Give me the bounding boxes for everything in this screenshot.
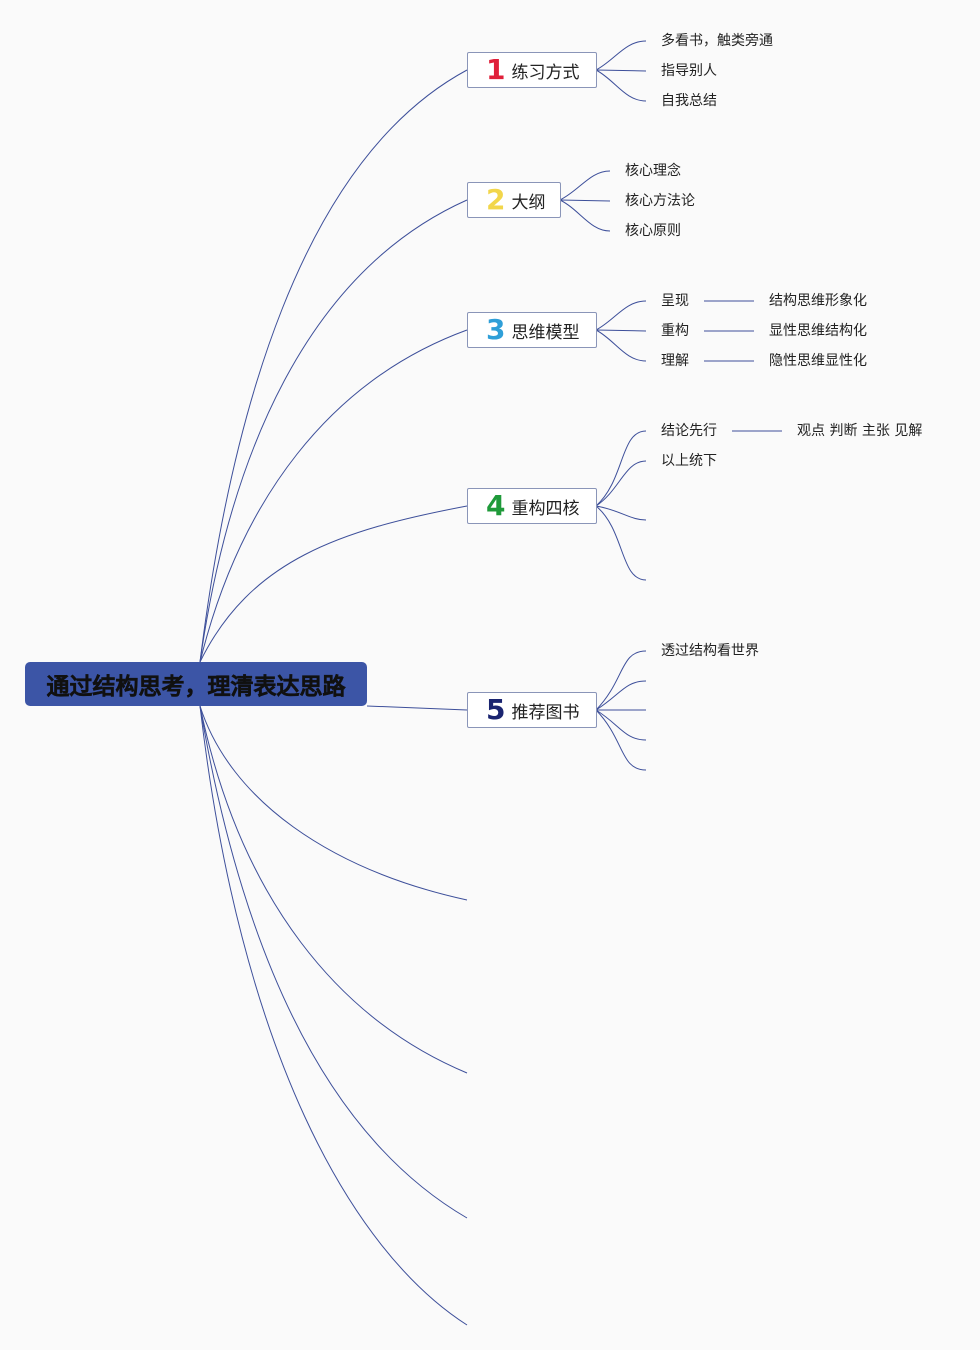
link-b5-c4 [595, 709, 647, 741]
link-b1-c2 [595, 69, 647, 72]
leaf-1-2[interactable]: 指导别人 [661, 63, 717, 79]
leaf-2-2[interactable]: 核心方法论 [625, 193, 695, 209]
branch-node-4[interactable]: 4 重构四核 [467, 488, 597, 524]
link-root-branch-3 [199, 329, 468, 663]
branch-node-2[interactable]: 2 大纲 [467, 182, 561, 218]
link-root-empty-3 [199, 705, 468, 1219]
link-root-branch-5 [366, 705, 468, 711]
branch-node-1[interactable]: 1 练习方式 [467, 52, 597, 88]
link-b2-c3 [559, 199, 611, 232]
branch-number-1: 1 [486, 53, 506, 86]
leaf-3-1-1[interactable]: 结构思维形象化 [769, 293, 867, 309]
link-b5-c2 [595, 680, 647, 711]
branch-label-5: 推荐图书 [511, 702, 580, 723]
leaf-1-1[interactable]: 多看书，触类旁通 [661, 33, 773, 49]
branch-label-2: 大纲 [511, 192, 546, 213]
leaf-4-1-1[interactable]: 观点 判断 主张 见解 [797, 423, 923, 439]
leaf-3-3-1[interactable]: 隐性思维显性化 [769, 353, 867, 369]
root-node[interactable]: 通过结构思考，理清表达思路 [25, 662, 367, 706]
link-b4-c3 [595, 505, 647, 521]
link-b3-c2 [595, 329, 647, 332]
leaf-5-1[interactable]: 透过结构看世界 [661, 643, 759, 659]
leaf-4-1[interactable]: 结论先行 [661, 423, 717, 439]
leaf-3-2-1[interactable]: 显性思维结构化 [769, 323, 867, 339]
link-root-branch-2 [199, 199, 468, 663]
leaf-2-3[interactable]: 核心原则 [625, 223, 681, 239]
root-node-label: 通过结构思考，理清表达思路 [46, 674, 346, 700]
link-root-empty-4 [199, 705, 468, 1326]
branch-number-2: 2 [486, 183, 506, 216]
link-b2-c1 [559, 170, 611, 201]
link-b1-c1 [595, 40, 647, 71]
leaf-2-1[interactable]: 核心理念 [625, 163, 681, 179]
branch-number-4: 4 [486, 489, 506, 522]
branch-label-4: 重构四核 [511, 498, 580, 519]
link-b4-c2 [595, 460, 647, 507]
link-b1-c3 [595, 69, 647, 102]
branch-node-5[interactable]: 5 推荐图书 [467, 692, 597, 728]
link-b4-c4 [595, 505, 647, 581]
leaf-4-2[interactable]: 以上统下 [661, 453, 717, 469]
branch-number-3: 3 [486, 313, 506, 346]
branch-label-3: 思维模型 [511, 322, 580, 343]
leaf-1-3[interactable]: 自我总结 [661, 93, 717, 109]
link-b2-c2 [559, 199, 611, 202]
link-b3-c1 [595, 300, 647, 331]
branch-number-5: 5 [486, 693, 506, 726]
link-b5-c5 [595, 709, 647, 771]
link-root-empty-1 [199, 705, 468, 901]
link-b5-c1 [595, 650, 647, 711]
link-root-branch-4 [199, 505, 468, 663]
link-b4-c1 [595, 430, 647, 507]
link-root-branch-1 [199, 69, 468, 663]
leaf-3-1[interactable]: 呈现 [661, 293, 689, 309]
link-b3-c3 [595, 329, 647, 362]
branch-node-3[interactable]: 3 思维模型 [467, 312, 597, 348]
leaf-3-2[interactable]: 重构 [661, 323, 689, 339]
leaf-3-3[interactable]: 理解 [661, 353, 689, 369]
link-root-empty-2 [199, 705, 468, 1074]
branch-label-1: 练习方式 [511, 62, 580, 83]
